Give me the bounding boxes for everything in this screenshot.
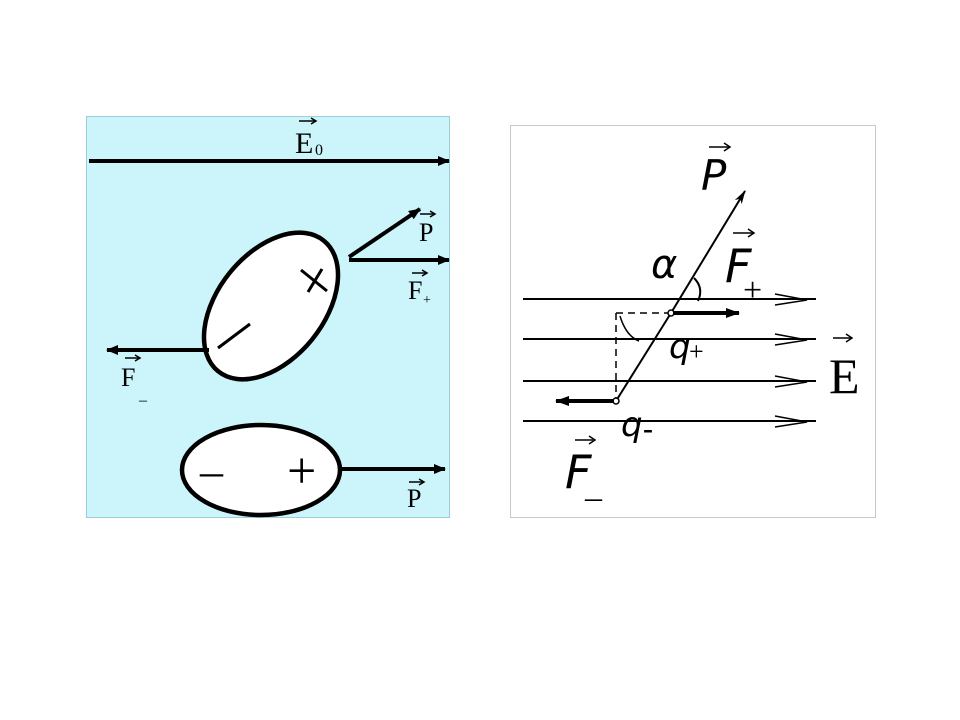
svg-text:-: - — [643, 412, 653, 445]
svg-text:P: P — [407, 484, 421, 513]
field-label: E 0 — [295, 117, 323, 160]
field-lines — [523, 298, 816, 422]
field-label: E — [829, 333, 860, 404]
right-diagram-panel: P α F + q + q - F – — [510, 125, 876, 518]
angle-label: α — [651, 242, 677, 288]
svg-text:P: P — [701, 151, 727, 200]
force-plus-label: F + — [408, 269, 431, 308]
force-minus-label: F – — [565, 435, 603, 516]
left-diagram: E 0 P F + F – — [89, 117, 450, 518]
svg-text:–: – — [138, 392, 148, 409]
tilted-dipole-plus-sign — [300, 268, 328, 293]
svg-text:+: + — [689, 337, 704, 366]
svg-text:E: E — [829, 348, 860, 404]
svg-text:F: F — [121, 363, 135, 392]
svg-text:0: 0 — [315, 142, 323, 159]
left-diagram-panel: E 0 P F + F – — [86, 116, 450, 518]
tilted-dipole-minus-sign — [217, 322, 251, 350]
svg-text:E: E — [295, 127, 313, 160]
aligned-dipole-plus-sign: + — [287, 443, 316, 500]
aligned-dipole-moment-label: P — [407, 478, 426, 513]
svg-text:F: F — [565, 445, 592, 499]
svg-text:–: – — [584, 479, 603, 516]
tilted-dipole-moment-label: P — [419, 210, 437, 247]
svg-text:+: + — [423, 293, 431, 308]
force-minus-label: F – — [121, 354, 148, 409]
dipole-axis — [615, 312, 672, 402]
field-line-arrowheads — [774, 293, 808, 428]
dipole-moment-arrow — [670, 190, 746, 314]
charge-plus-label: q + — [669, 327, 704, 367]
tilted-dipole-ellipse — [201, 230, 341, 382]
svg-text:F: F — [725, 239, 752, 293]
charge-minus-label: q - — [621, 405, 653, 445]
svg-text:q: q — [621, 405, 643, 445]
right-diagram: P α F + q + q - F – — [523, 142, 860, 516]
aligned-dipole-minus-sign: – — [199, 445, 224, 496]
tilted-dipole-moment-arrow — [347, 207, 422, 259]
svg-text:F: F — [408, 276, 422, 305]
svg-text:q: q — [669, 327, 691, 367]
svg-text:+: + — [743, 272, 762, 309]
svg-text:P: P — [419, 218, 433, 247]
projection-dashed-lines — [615, 312, 671, 401]
aligned-dipole-ellipse — [179, 422, 343, 518]
angle-arc-lower — [619, 315, 640, 342]
force-plus-label: F + — [725, 228, 762, 309]
dipole-moment-label: P — [701, 142, 732, 200]
angle-arc — [693, 277, 702, 302]
